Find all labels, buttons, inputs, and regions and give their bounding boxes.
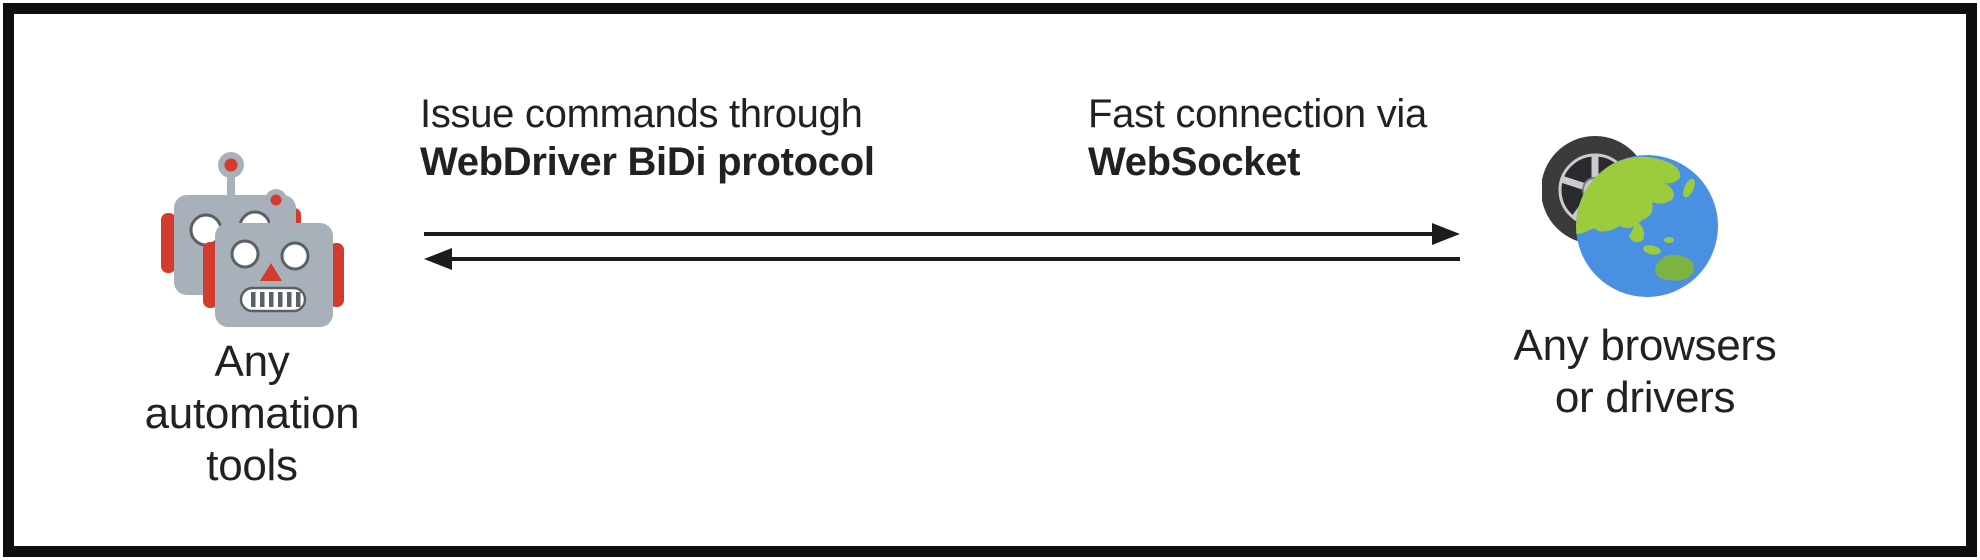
left-caption-bold: WebDriver BiDi protocol: [420, 140, 875, 184]
left-node-label: Any automation tools: [92, 336, 412, 492]
left-node-label-line-1: Any: [214, 337, 290, 386]
left-node-label-line-2: automation: [144, 389, 360, 438]
left-caption-regular: Issue commands through: [420, 92, 863, 136]
frame-border: [3, 3, 1977, 557]
connection-arrows: [424, 223, 1460, 270]
arrow-left: [424, 248, 1460, 270]
right-arrow-caption: Fast connection via WebSocket: [1088, 90, 1427, 186]
right-node-label: Any browsers or drivers: [1485, 320, 1805, 424]
right-node-label-line-2: or drivers: [1554, 373, 1736, 422]
right-caption-bold: WebSocket: [1088, 140, 1301, 184]
left-arrow-caption: Issue commands through WebDriver BiDi pr…: [420, 90, 875, 186]
arrow-right: [424, 223, 1460, 245]
front-robot-head: [203, 189, 344, 327]
right-node-label-line-1: Any browsers: [1513, 321, 1777, 370]
left-node-label-line-3: tools: [206, 441, 298, 490]
robots-icon: [161, 152, 344, 327]
right-caption-regular: Fast connection via: [1088, 92, 1427, 136]
tire-globe-icon: [1542, 136, 1718, 297]
globe-icon: [1576, 155, 1718, 297]
